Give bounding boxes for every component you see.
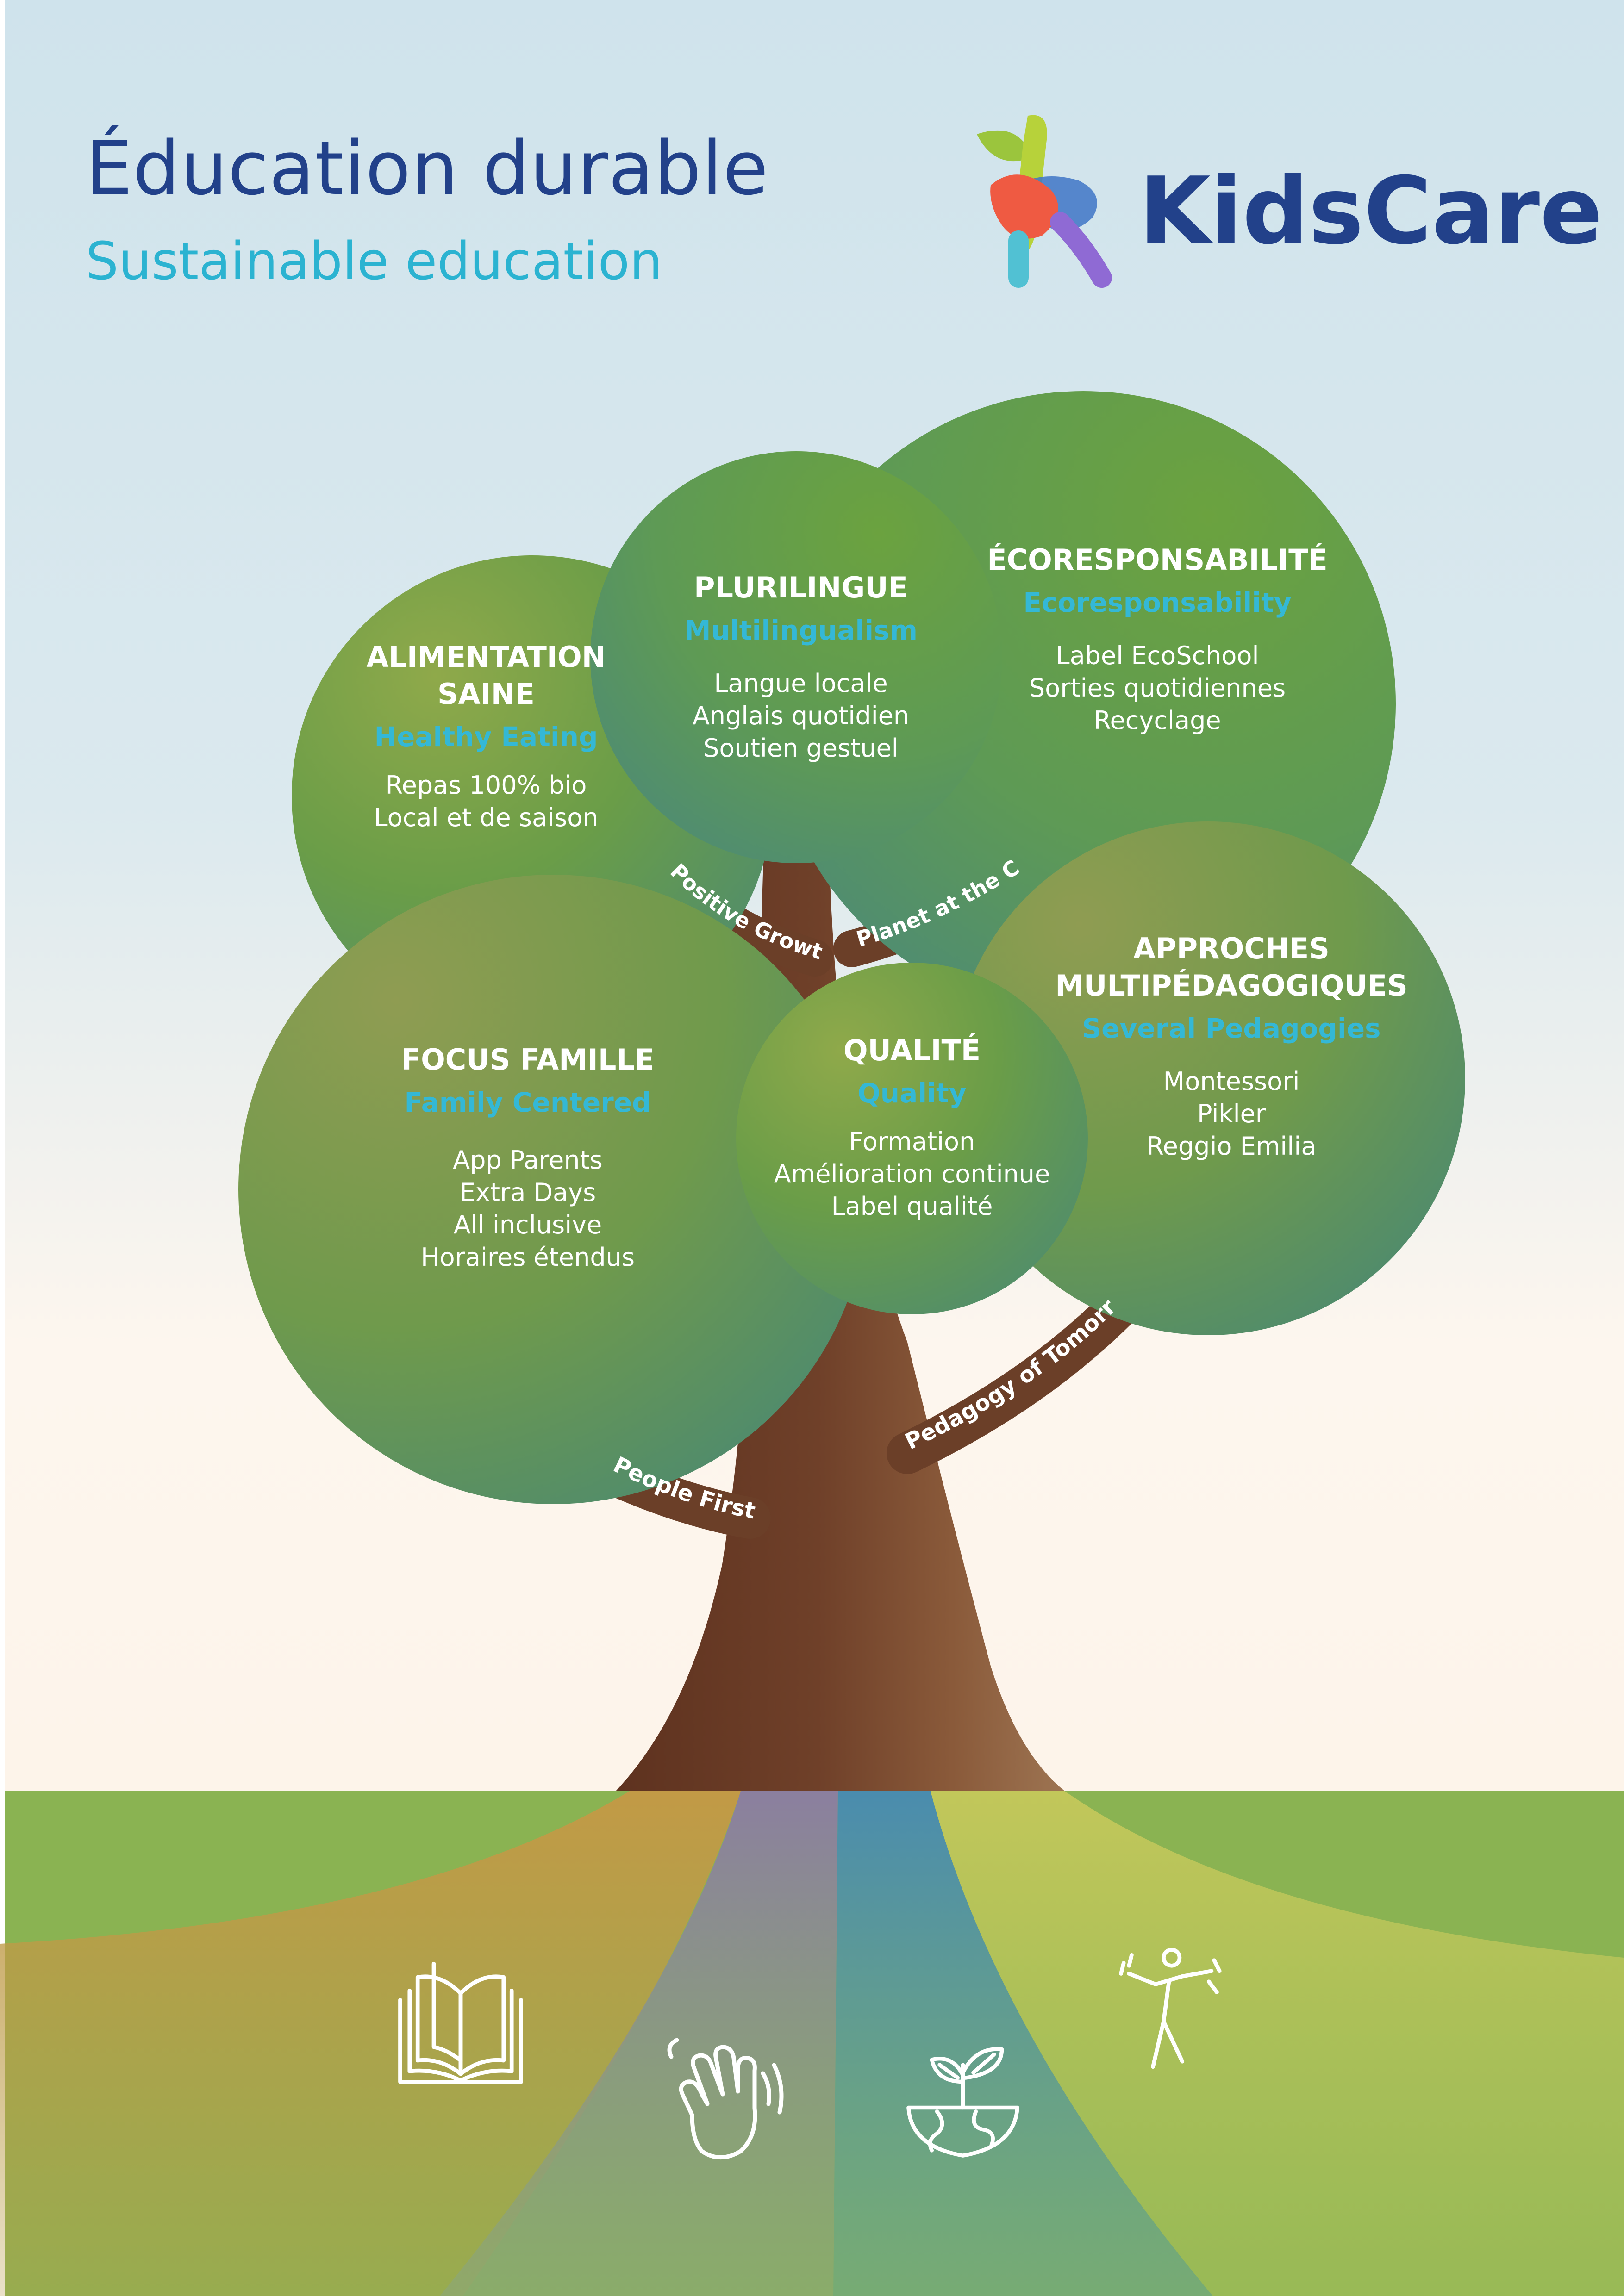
list-item: Recyclage: [1093, 706, 1221, 735]
root-purple: [440, 1791, 838, 2296]
bubble-items: Label EcoSchool Sorties quotidiennes Rec…: [963, 640, 1352, 737]
list-item: Repas 100% bio: [385, 771, 587, 800]
list-item: Reggio Emilia: [1146, 1132, 1317, 1161]
page-title: Éducation durable: [86, 125, 769, 212]
list-item: All inclusive: [453, 1210, 602, 1239]
bubble-title: APPROCHES MULTIPÉDAGOGIQUES: [1055, 932, 1408, 1002]
list-item: Label EcoSchool: [1056, 641, 1259, 670]
brand-name: KidsCare: [1139, 157, 1603, 265]
waving-hand-icon: [667, 2038, 784, 2159]
bubble-title: FOCUS FAMILLE: [401, 1043, 655, 1076]
bubble-qualite: QUALITÉ Quality Formation Amélioration c…: [745, 1032, 1079, 1223]
leaf-approches: [951, 821, 1465, 1335]
plant-globe-icon: [906, 2047, 1019, 2158]
active-child-icon: [1119, 1948, 1222, 2069]
bubble-subtitle: Ecoresponsability: [1023, 587, 1292, 618]
root-lime: [931, 1791, 1624, 2296]
list-item: Amélioration continue: [774, 1159, 1050, 1188]
bubble-subtitle: Multilingualism: [684, 615, 918, 646]
bubble-title: ÉCORESPONSABILITÉ: [987, 543, 1328, 577]
bubble-items: Formation Amélioration continue Label qu…: [745, 1126, 1079, 1223]
bubble-alimentation: ALIMENTATION SAINE Healthy Eating Repas …: [352, 639, 620, 834]
list-item: Sorties quotidiennes: [1029, 673, 1286, 703]
list-item: Local et de saison: [374, 803, 599, 832]
left-edge: [0, 0, 5, 2296]
list-item: Horaires étendus: [421, 1243, 635, 1272]
list-item: Pikler: [1197, 1099, 1266, 1128]
list-item: Montessori: [1163, 1067, 1300, 1096]
bubble-title: ALIMENTATION SAINE: [366, 640, 606, 711]
bubble-items: App Parents Extra Days All inclusive Hor…: [380, 1144, 676, 1274]
list-item: Formation: [849, 1127, 975, 1156]
leaf-famille: [238, 875, 868, 1504]
branch-pedagogy-of-tomorrow: [887, 1275, 1150, 1474]
leaf-qualite: [736, 963, 1088, 1314]
bubble-subtitle: Several Pedagogies: [1082, 1013, 1381, 1044]
list-item: Anglais quotidien: [692, 701, 910, 730]
bubble-items: Repas 100% bio Local et de saison: [352, 769, 620, 834]
book-icon: [398, 1961, 523, 2084]
root-blue: [833, 1791, 1213, 2296]
kidscare-logo-icon: [977, 115, 1112, 288]
list-item: Langue locale: [714, 669, 888, 698]
bubble-famille: FOCUS FAMILLE Family Centered App Parent…: [380, 1041, 676, 1274]
leaf-plurilingue: [590, 451, 1002, 863]
bubble-title: QUALITÉ: [843, 1033, 981, 1067]
page-subtitle: Sustainable education: [86, 231, 663, 292]
bubble-subtitle: Quality: [857, 1077, 967, 1109]
bubble-plurilingue: PLURILINGUE Multilingualism Langue local…: [657, 569, 944, 765]
list-item: Extra Days: [459, 1178, 596, 1207]
list-item: App Parents: [453, 1145, 603, 1175]
bubble-subtitle: Family Centered: [404, 1087, 651, 1118]
bubble-subtitle: Healthy Eating: [374, 721, 598, 753]
bubble-title: PLURILINGUE: [694, 571, 908, 604]
bubble-ecoresponsabilite: ÉCORESPONSABILITÉ Ecoresponsability Labe…: [963, 541, 1352, 737]
list-item: Soutien gestuel: [703, 734, 899, 763]
root-orange: [0, 1791, 741, 2296]
bubble-items: Montessori Pikler Reggio Emilia: [1037, 1065, 1426, 1163]
bubble-items: Langue locale Anglais quotidien Soutien …: [657, 667, 944, 765]
bubble-approches: APPROCHES MULTIPÉDAGOGIQUES Several Peda…: [1037, 930, 1426, 1163]
list-item: Label qualité: [831, 1192, 993, 1221]
